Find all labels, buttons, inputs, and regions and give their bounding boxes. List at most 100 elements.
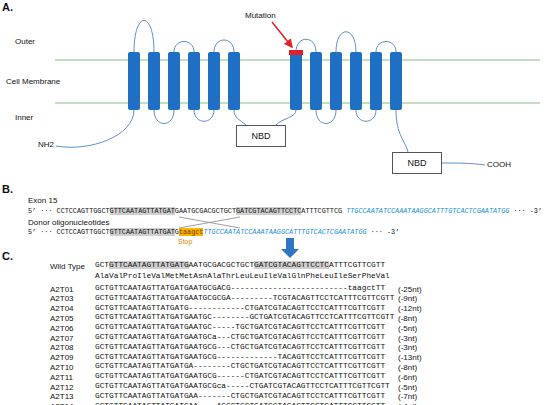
sequence-segment: A2T03 [50, 294, 74, 303]
sequence-segment: Cell Membrane [6, 77, 60, 86]
sequence-segment: GTTCAATAGTTATGAT [110, 228, 175, 236]
transmembrane-helix [148, 52, 160, 110]
deletion-size: (-12nt) [398, 305, 422, 313]
deletion-size: (-9nt) [398, 295, 417, 303]
domain-box: NBD [392, 152, 442, 174]
row-name: A2T06 [50, 325, 74, 333]
dna-sequence: GCTGTTCAATAGTTATGATGAATGCG---CTGCTGATCGT… [95, 344, 385, 352]
sequence-segment: AATGCGACGCTGCT [189, 261, 255, 269]
deletion-size: (-5nt) [398, 384, 417, 392]
sequence-segment: GCTGTTCAATAGTTATGATGAATGCG-------------T… [95, 353, 385, 361]
domain-label: NBD [251, 131, 270, 141]
sequence-segment: AlaValProIleValMetMetAsnAlaThrLeuLeuIleV… [95, 272, 390, 280]
sequence-segment: A2T12 [50, 383, 74, 392]
sequence-segment: (-3nt) [398, 343, 417, 352]
sequence-segment: A2T04 [50, 304, 74, 313]
sequence-segment: ATTTCGTTCG [301, 207, 346, 215]
transmembrane-helix [310, 52, 322, 110]
transmembrane-helix [188, 52, 200, 110]
domain-label: NBD [407, 158, 426, 168]
row-name: A2T13 [50, 393, 74, 401]
transmembrane-helix [208, 52, 220, 110]
sequence-segment: C. [2, 250, 13, 262]
mutation-arrow [272, 22, 292, 47]
sequence-segment: A2T08 [50, 343, 74, 352]
mutation-site [289, 50, 303, 55]
sequence-segment: (-4nt) [398, 402, 417, 405]
dna-sequence: GCTGTTCAATAGTTATGATGA--------CTGCTGATCGT… [95, 363, 385, 371]
dna-sequence: GCTGTTCAATAGTTATGATGAATGCGca-----CTGATCG… [95, 383, 390, 391]
sequence-segment: (-13nt) [398, 353, 422, 362]
sequence-segment: (-25nt) [398, 285, 422, 294]
sequence-segment: GATCGTACAGTTCCTC [254, 261, 329, 269]
sequence-segment: ATTTCGTTCGTT [329, 261, 385, 269]
region-label: Inner [15, 114, 33, 122]
sequence-segment: ··· -3’ [367, 228, 400, 236]
domain-box: NBD [236, 125, 286, 147]
sequence-segment: COOH [487, 160, 511, 169]
sequence-segment: A2T10 [50, 363, 74, 372]
row-name: A2T11 [50, 374, 73, 382]
sequence-segment: (-8nt) [398, 314, 417, 323]
chain-loop [194, 110, 214, 121]
deletion-size: (-8nt) [398, 315, 417, 323]
terminus-label: NH2 [38, 141, 54, 149]
dna-sequence: GCTGTTCAATAGTTATGATG------------CTGATCGT… [95, 305, 385, 313]
sequence-segment: GCTGTTCAATAGTTATGATGAATGC-----TGCTGATCGT… [95, 323, 385, 331]
panel-letter: B. [2, 184, 13, 195]
down-arrow [281, 238, 299, 258]
helix-group [128, 52, 402, 110]
deletion-size: (-25nt) [398, 286, 422, 294]
sequence-segment: (-8nt) [398, 363, 417, 372]
recombination-cross [179, 217, 240, 228]
sequence-segment: GCTGTTCAATAGTTATGATGAATGC--------GCTGATC… [95, 313, 394, 321]
deletion-size: (-8nt) [398, 364, 417, 372]
section-label: Donor oligonucleotides [28, 219, 109, 227]
chain-loop [336, 32, 356, 52]
sequence-segment: A2T13 [50, 392, 74, 401]
dna-sequence: GCTGTTCAATAGTTATGATGAATGCG------CTGATCGT… [95, 373, 385, 381]
sequence-segment: Exon 15 [28, 196, 57, 205]
dna-sequence: GCTGTTCAATAGTTATGATGAA-------CTGCTGATCGT… [95, 393, 385, 401]
row-name: A2T10 [50, 364, 74, 372]
sequence-segment: Mutation [245, 11, 276, 20]
sequence-segment: GCTGTTCAATAGTTATGATGAATGCG------CTGATCGT… [95, 372, 385, 380]
sequence-segment: A. [2, 1, 13, 13]
deletion-size: (-7nt) [398, 393, 417, 401]
deletion-size: (-3nt) [398, 344, 417, 352]
sequence-segment: Inner [15, 113, 33, 122]
sequence-segment: GTTCAATAGTTATGATG [109, 261, 189, 269]
deletion-size: (-5nt) [398, 325, 417, 333]
sequence-segment: (-9nt) [398, 294, 417, 303]
chain-loop [276, 110, 296, 125]
row-name: A2T04 [50, 305, 74, 313]
region-label: Cell Membrane [6, 78, 60, 86]
sequence-segment: GCTGTTCAATAGTTATGATGAATGCGCGA---------TC… [95, 294, 394, 302]
dna-sequence: GCTGTTCAATAGTTATGATGAATGC-----TGCTGATCGT… [95, 324, 385, 332]
sequence-segment: B. [2, 183, 13, 195]
panel-letter: C. [2, 251, 13, 262]
terminus-label: COOH [487, 161, 511, 169]
callout-label: Mutation [245, 12, 276, 20]
transmembrane-helix [168, 52, 180, 110]
sequence-segment: A2T05 [50, 314, 74, 323]
chain-loop [316, 110, 336, 124]
row-name: A2T08 [50, 344, 74, 352]
chain-loop [376, 42, 396, 53]
sequence-segment: (-7nt) [398, 392, 417, 401]
sequence-segment: GCTGTTCAATAGTTATGATGAA----ACGCTGCTGATCGT… [95, 402, 385, 405]
chain-loop [134, 21, 154, 53]
transmembrane-helix [330, 52, 342, 110]
dna-sequence: GCTGTTCAATAGTTATGATGAATGCGACGCTGCTGATCGT… [95, 262, 385, 270]
sequence-segment: A2T01 [50, 285, 74, 294]
dna-sequence: GCTGTTCAATAGTTATGATGAATGC--------GCTGATC… [95, 314, 394, 322]
sequence-segment: GCT [95, 261, 109, 269]
sequence-segment: Outer [15, 37, 35, 46]
transmembrane-helix [370, 52, 382, 110]
sequence-segment: 5’ ··· CCTCCAGTTGGCT [28, 207, 110, 215]
sequence-segment: Stop [178, 238, 192, 245]
deletion-size: (-6nt) [398, 374, 417, 382]
dna-sequence: GCTGTTCAATAGTTATGATGAATGCGCGA---------TC… [95, 295, 394, 303]
sequence-segment: taagct [179, 228, 203, 236]
sequence-segment: GCTGTTCAATAGTTATGATGAATGCa---CTGCTGATCGT… [95, 333, 385, 341]
